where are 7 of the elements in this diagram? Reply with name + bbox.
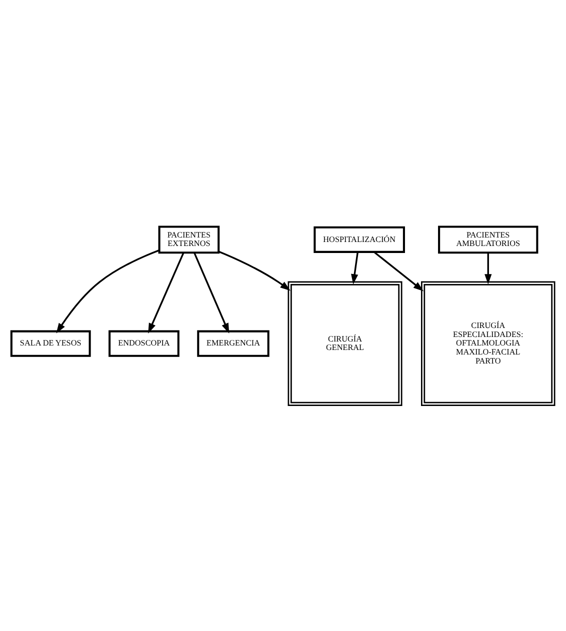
arrow xyxy=(484,252,492,284)
arrow xyxy=(374,250,424,291)
arrow xyxy=(218,250,290,290)
arrow xyxy=(194,252,230,333)
arrow xyxy=(148,252,184,333)
arrow xyxy=(56,249,160,333)
arrow xyxy=(351,252,359,284)
